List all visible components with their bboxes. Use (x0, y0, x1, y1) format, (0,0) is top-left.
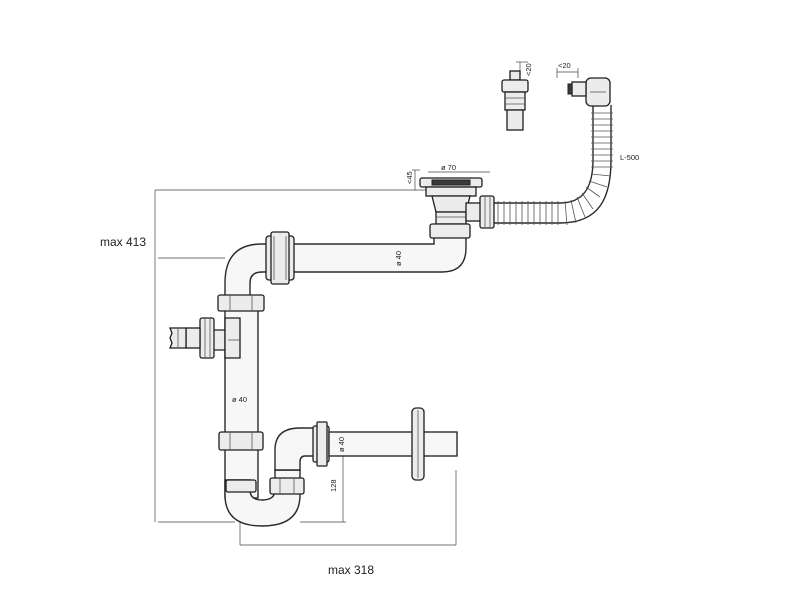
overflow-head-height-label: <20 (558, 61, 571, 70)
lower-nut (218, 431, 264, 451)
outlet-height-dimension (412, 169, 420, 190)
overflow-head (567, 77, 611, 107)
outlet-nut (312, 421, 330, 467)
sink-outlet-diameter-label: ø 70 (441, 163, 456, 172)
overflow-plug (501, 70, 529, 131)
outlet-pipe-diameter-label: ø 40 (337, 437, 346, 452)
trap-depth-label: 128 (329, 479, 338, 492)
upper-nut (265, 231, 295, 285)
trap-depth-dimension (300, 448, 346, 523)
height-label: max 413 (100, 235, 146, 249)
hose-length-label: L-500 (620, 153, 639, 162)
sink-outlet (419, 177, 483, 225)
wall-flange (411, 407, 425, 481)
u-trap (224, 469, 305, 527)
overflow-head-dimension (556, 68, 579, 78)
overflow-hose (487, 105, 613, 226)
appliance-hose-connector (169, 317, 215, 359)
horizontal-drain-pipe (289, 223, 471, 273)
width-label: max 318 (328, 563, 374, 577)
appliance-tee (211, 317, 241, 359)
outlet-pipe (328, 431, 458, 457)
outlet-height-label: <45 (405, 171, 414, 184)
middle-nut (217, 294, 265, 312)
vertical-pipe-diameter-label: ø 40 (232, 395, 247, 404)
height-dimension (154, 189, 428, 523)
overflow-plug-height-label: <20 (524, 63, 533, 76)
horizontal-pipe-diameter-label: ø 40 (394, 251, 403, 266)
overflow-connector (465, 195, 495, 229)
